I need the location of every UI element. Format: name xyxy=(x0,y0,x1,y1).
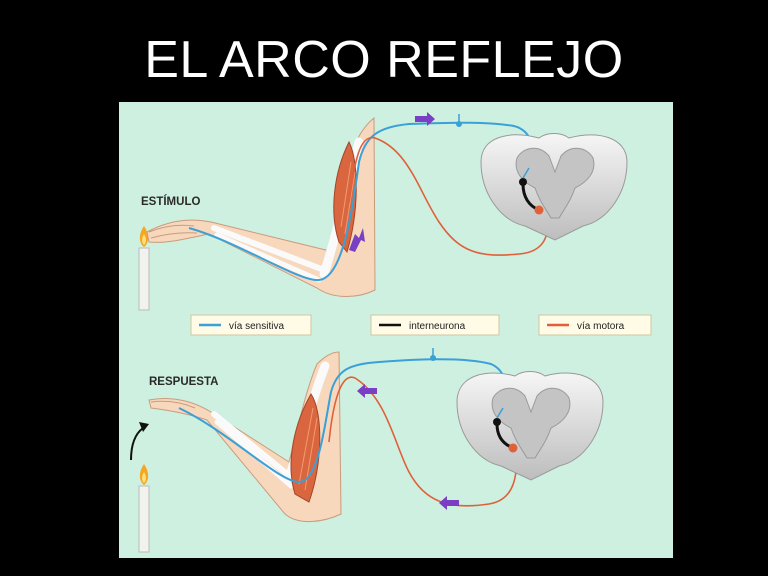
stimulus-panel: ESTÍMULO xyxy=(138,112,628,311)
biceps-muscle-contracted xyxy=(333,140,357,254)
spinal-cord-top xyxy=(480,133,628,241)
signal-arrow-afferent xyxy=(415,112,435,126)
candle-icon xyxy=(138,464,150,553)
motor-pathway xyxy=(328,376,518,507)
legend-label-sensory: vía sensitiva xyxy=(229,321,284,332)
arm-stimulus xyxy=(146,116,376,297)
muscle-contraction-arrow xyxy=(349,228,365,252)
stimulus-label: ESTÍMULO xyxy=(141,195,200,208)
withdrawal-arrow xyxy=(130,427,144,461)
response-panel: RESPUESTA xyxy=(130,348,604,553)
motor-pathway xyxy=(348,136,550,256)
sensory-ganglion xyxy=(456,121,462,127)
response-label: RESPUESTA xyxy=(149,376,218,388)
arm-response xyxy=(148,351,342,522)
legend-label-interneuron: interneurona xyxy=(409,321,466,332)
spinal-cord-bottom xyxy=(456,371,604,481)
motor-neuron xyxy=(508,443,518,453)
slide-title: EL ARCO REFLEJO xyxy=(144,31,624,89)
candle-icon xyxy=(138,226,150,311)
reflex-arc-diagram: ESTÍMULO xyxy=(119,102,673,558)
signal-arrow-efferent-lower xyxy=(439,496,459,510)
legend: vía sensitiva interneurona vía motora xyxy=(190,314,652,336)
sensory-ganglion xyxy=(430,355,436,361)
signal-arrow-efferent xyxy=(357,384,377,398)
motor-neuron xyxy=(534,205,544,215)
legend-label-motor: vía motora xyxy=(577,321,625,332)
